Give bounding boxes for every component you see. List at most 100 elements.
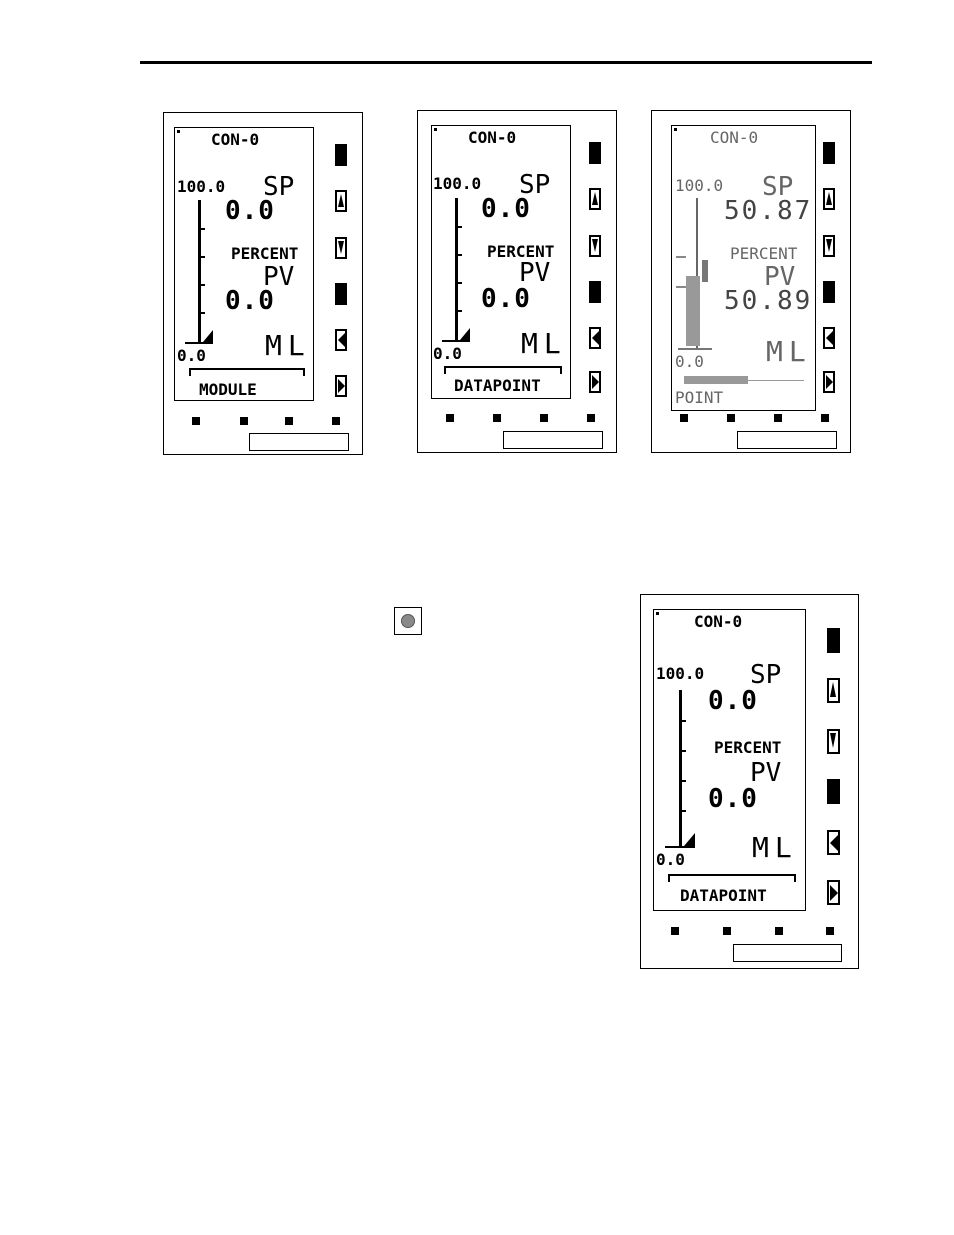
softkey-down[interactable]	[823, 235, 835, 257]
left-arrow-icon	[592, 331, 599, 345]
softkey-left[interactable]	[335, 329, 347, 351]
scale-max-label: 100.0	[675, 178, 723, 194]
bottom-key-1[interactable]	[192, 417, 200, 425]
display-screen: CON-0 100.0 SP 0.0 PERCENT PV 0.0 ML 0.0…	[431, 125, 571, 399]
up-arrow-icon	[826, 192, 832, 205]
pv-value: 50.89	[724, 288, 812, 314]
scale-max-label: 100.0	[433, 176, 481, 192]
pv-value: 0.0	[225, 288, 275, 314]
softkey-right[interactable]	[589, 371, 601, 393]
softkey-up[interactable]	[823, 188, 835, 210]
unit-label: PERCENT	[231, 246, 298, 262]
entry-field[interactable]	[733, 944, 842, 962]
softkey-up[interactable]	[335, 190, 347, 212]
softkey-down[interactable]	[589, 235, 601, 257]
bottom-key-1[interactable]	[680, 414, 688, 422]
pv-marker	[203, 330, 213, 342]
bottom-key-3[interactable]	[540, 414, 548, 422]
up-arrow-icon	[830, 682, 836, 697]
sp-marker	[702, 260, 708, 282]
left-arrow-icon	[826, 331, 833, 345]
axis-tick	[682, 720, 686, 722]
bottom-key-4[interactable]	[821, 414, 829, 422]
scale-min-label: 0.0	[433, 346, 462, 362]
bottom-key-2[interactable]	[727, 414, 735, 422]
bottom-key-4[interactable]	[587, 414, 595, 422]
axis-base	[185, 342, 213, 344]
label-bracket	[668, 874, 796, 882]
axis-tick	[458, 226, 462, 228]
entry-field[interactable]	[503, 431, 603, 449]
axis-tick	[676, 256, 686, 258]
softkey-function[interactable]	[827, 779, 840, 804]
tag-title: CON-0	[710, 130, 758, 146]
softkey-right[interactable]	[823, 371, 835, 393]
softkey-enter[interactable]	[827, 628, 840, 653]
bottom-key-2[interactable]	[240, 417, 248, 425]
bottom-key-2[interactable]	[493, 414, 501, 422]
axis-tick	[682, 810, 686, 812]
right-arrow-icon	[338, 379, 345, 393]
bottom-key-3[interactable]	[774, 414, 782, 422]
entry-field[interactable]	[249, 433, 349, 451]
faceplate-panel-datapoint: CON-0 100.0 SP 0.0 PERCENT PV 0.0 ML 0.0…	[417, 110, 617, 453]
softkey-enter[interactable]	[589, 142, 601, 164]
pv-trend-bar	[684, 376, 748, 384]
mode-label: ML	[265, 332, 311, 360]
bottom-key-1[interactable]	[446, 414, 454, 422]
softkey-right[interactable]	[335, 375, 347, 397]
softkey-up[interactable]	[589, 188, 601, 210]
softkey-function[interactable]	[335, 283, 347, 305]
softkey-down[interactable]	[827, 729, 840, 754]
faceplate-panel-point: CON-0 100.0 SP 50.87 PERCENT PV 50.89 ML…	[651, 110, 851, 453]
bottom-key-4[interactable]	[826, 927, 834, 935]
label-bracket	[189, 368, 305, 376]
softkey-right[interactable]	[827, 880, 840, 905]
down-arrow-icon	[338, 241, 344, 254]
pv-marker	[684, 833, 695, 846]
sp-value: 0.0	[225, 198, 275, 224]
corner-pixel	[434, 128, 437, 131]
unit-label: PERCENT	[714, 740, 781, 756]
axis-base	[442, 340, 470, 342]
page-header-rule	[140, 61, 872, 64]
scale-min-label: 0.0	[675, 354, 704, 370]
pv-label: PV	[750, 760, 781, 786]
softkey-left[interactable]	[827, 830, 840, 855]
point-type-label: MODULE	[199, 382, 257, 398]
corner-pixel	[674, 128, 677, 131]
axis-tick	[201, 284, 205, 286]
down-arrow-icon	[592, 239, 598, 252]
axis-tick	[201, 228, 205, 230]
axis-tick	[458, 310, 462, 312]
sp-label: SP	[750, 662, 781, 688]
softkey-left[interactable]	[589, 327, 601, 349]
softkey-enter[interactable]	[335, 144, 347, 166]
bar-axis	[679, 690, 682, 848]
softkey-enter[interactable]	[823, 142, 835, 164]
up-arrow-icon	[592, 192, 598, 205]
sp-value: 0.0	[708, 688, 758, 714]
pv-bar-fill	[686, 276, 700, 346]
point-type-label: DATAPOINT	[680, 888, 767, 904]
softkey-function[interactable]	[589, 281, 601, 303]
point-type-label: DATAPOINT	[454, 378, 541, 394]
led-indicator-button[interactable]	[394, 607, 422, 635]
softkey-up[interactable]	[827, 678, 840, 703]
right-arrow-icon	[826, 375, 833, 389]
bottom-key-3[interactable]	[285, 417, 293, 425]
softkey-down[interactable]	[335, 237, 347, 259]
bottom-key-4[interactable]	[332, 417, 340, 425]
bottom-key-3[interactable]	[775, 927, 783, 935]
display-screen: CON-0 100.0 SP 0.0 PERCENT PV 0.0 ML 0.0…	[653, 609, 806, 911]
down-arrow-icon	[830, 733, 836, 748]
tag-title: CON-0	[468, 130, 516, 146]
bottom-key-2[interactable]	[723, 927, 731, 935]
axis-tick	[201, 256, 205, 258]
softkey-function[interactable]	[823, 281, 835, 303]
bottom-key-1[interactable]	[671, 927, 679, 935]
pv-marker	[460, 328, 470, 340]
entry-field[interactable]	[737, 431, 837, 449]
left-arrow-icon	[338, 333, 345, 347]
softkey-left[interactable]	[823, 327, 835, 349]
